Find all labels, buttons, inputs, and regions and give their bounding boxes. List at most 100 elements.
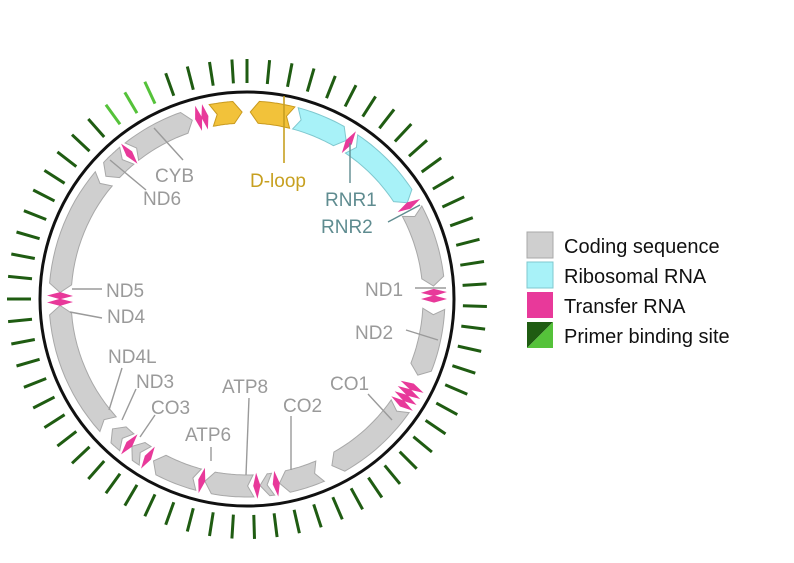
primer-tick [398,450,418,470]
primer-binding-ticks [7,59,487,539]
primer-tick [23,377,47,389]
segment-dloop-a [208,100,243,127]
primer-tick [11,338,36,346]
trna-marker [253,472,261,499]
primer-tick [292,509,301,534]
primer-tick [252,514,256,539]
label-nd4l: ND4L [108,347,157,368]
primer-tick [312,503,323,528]
primer-tick [123,91,139,114]
primer-tick [164,72,176,97]
trna-marker [201,104,209,130]
label-co1: CO1 [330,374,369,395]
primer-tick [56,150,78,168]
primer-tick [412,435,433,454]
segment-nd4 [49,304,118,433]
trna-marker [47,292,73,300]
leader-nd6 [109,159,147,191]
trna-marker [400,380,424,393]
label-nd3: ND3 [136,372,174,393]
primer-tick [325,75,337,99]
cyan-swatch [526,261,554,289]
trna-marker [47,298,73,306]
segment-co3 [152,454,203,492]
segment-nd5 [49,170,114,294]
trna-marker [121,434,138,455]
primer-tick [43,413,66,429]
legend-label-primer: Primer binding site [564,326,730,348]
trna-marker [391,396,413,411]
primer-tick [343,84,358,108]
leader-co3 [139,414,156,438]
legend-label-coding: Coding sequence [564,236,720,258]
gray-swatch [526,231,554,259]
trna-marker [195,105,203,131]
label-nd1: ND1 [365,280,403,301]
primer-tick [367,476,384,499]
segment-nd1 [401,205,445,287]
primer-tick [143,81,157,105]
primer-tick [16,230,41,241]
primer-tick [7,274,33,281]
primer-tick [462,282,487,287]
primer-tick [461,324,486,331]
primer-tick [32,188,56,203]
primer-tick [361,95,377,118]
primer-tick [420,156,443,174]
primer-tick [460,260,485,267]
primer-tick [265,59,272,85]
primer-tick [383,464,402,485]
segment-atp8 [259,472,276,497]
label-dloop: D-loop [250,171,306,192]
primer-tick [331,496,344,520]
label-cyb: CYB [155,166,194,187]
primer-tick [185,66,195,91]
primer-tick [143,493,157,517]
leader-nd4 [69,311,103,319]
magenta-swatch [527,292,553,318]
primer-tick [441,195,465,209]
primer-tick [286,63,294,88]
genome-ring [38,90,456,508]
primer-tick [432,175,455,191]
primer-tick [123,484,139,507]
primer-tick [457,344,482,353]
label-nd5: ND5 [106,281,144,302]
trna-marker [121,143,138,164]
primer-tick [208,61,215,86]
primer-tick [444,383,468,396]
label-co2: CO2 [283,396,322,417]
trna-marker [141,446,155,469]
label-atp8: ATP8 [222,377,268,398]
segment-rnr1 [291,106,347,147]
genome-segments [49,100,446,498]
segment-nd6 [103,146,135,179]
segment-co2 [278,460,326,493]
leader-nd3 [121,388,137,421]
primer-tick [185,507,195,532]
primer-tick [87,460,106,480]
primer-tick [164,501,176,526]
leader-cyb [153,127,184,161]
trna-marker [341,131,356,154]
primer-tick [305,68,316,93]
primer-tick [230,514,235,539]
leader-nd2 [405,329,439,341]
trna-marker [394,391,417,405]
trna-marker [420,288,447,297]
label-atp6: ATP6 [185,425,231,446]
leader-rnr2 [387,204,421,223]
legend-label-trna: Transfer RNA [564,296,686,318]
primer-tick [70,133,91,153]
primer-tick [378,108,396,130]
label-rnr1: RNR1 [325,190,377,211]
primer-tick [70,445,91,465]
green-split-swatch [527,322,553,348]
primer-tick [104,472,122,495]
label-co3: CO3 [151,398,190,419]
primer-tick [208,512,215,537]
primer-tick [462,304,487,308]
primer-tick [16,357,41,368]
primer-tick [424,419,447,436]
